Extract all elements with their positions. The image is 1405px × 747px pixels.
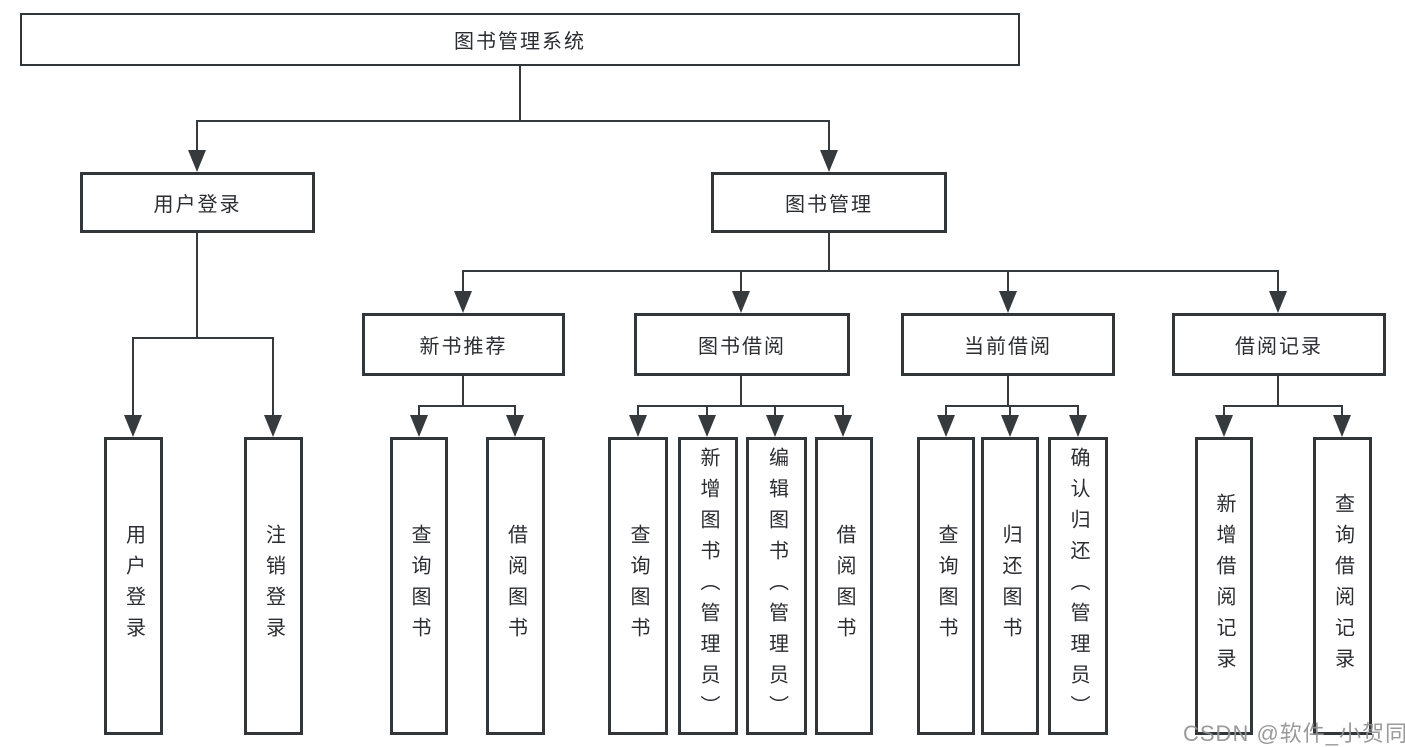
connector-drop (774, 405, 776, 416)
node-borrow-records: 借阅记录 (1172, 313, 1386, 376)
arrow-down-icon (1269, 291, 1287, 313)
arrow-down-icon (820, 150, 838, 172)
watermark: CSDN @软件_小贺同学 (1183, 721, 1405, 746)
connector-rail (1223, 405, 1343, 407)
connector-drop (842, 405, 844, 416)
connector-drop (706, 405, 708, 416)
leaf-borrow-books-borrow: 借阅图书 (815, 437, 873, 735)
connector-drop (828, 120, 830, 152)
leaf-label: 查询图书 (408, 524, 430, 648)
leaf-query-books-borrow: 查询图书 (608, 437, 668, 735)
leaf-label: 借阅图书 (504, 524, 527, 648)
connector-rail (418, 405, 516, 407)
connector-drop (1341, 405, 1343, 416)
connector-drop (1009, 405, 1011, 416)
leaf-query-books-current: 查询图书 (917, 437, 975, 735)
leaf-label: 编辑图书（管理员） (765, 446, 788, 726)
connector-drop (462, 270, 464, 292)
node-book-borrow: 图书借阅 (634, 313, 850, 376)
connector-drop (1223, 405, 1225, 416)
arrow-down-icon (188, 150, 206, 172)
connector-drop (1007, 270, 1009, 292)
leaf-borrow-books-recommend: 借阅图书 (486, 437, 545, 735)
leaf-label: 查询借阅记录 (1331, 493, 1354, 679)
arrow-down-icon (999, 291, 1017, 313)
arrow-down-icon (732, 291, 750, 313)
arrow-down-icon (264, 415, 282, 437)
leaf-label: 借阅图书 (833, 524, 855, 648)
arrow-down-icon (410, 415, 428, 437)
connector-rail (637, 405, 843, 407)
leaf-edit-book-admin: 编辑图书（管理员） (746, 437, 807, 735)
leaf-label: 查询图书 (935, 524, 957, 648)
node-user-login: 用户登录 (80, 172, 315, 233)
connector-stem (1277, 376, 1279, 405)
connector-rail (462, 270, 1279, 272)
node-label: 借阅记录 (1235, 336, 1323, 358)
leaf-label: 确认归还（管理员） (1067, 446, 1089, 726)
leaf-label: 注销登录 (262, 524, 285, 648)
connector-drop (132, 337, 134, 416)
node-current-borrow: 当前借阅 (901, 313, 1115, 376)
connector-drop (272, 337, 274, 416)
leaf-label: 新增图书（管理员） (697, 446, 719, 726)
connector-stem (462, 376, 464, 405)
node-label: 新书推荐 (419, 336, 508, 358)
connector-drop (637, 405, 639, 416)
connector-rail (132, 337, 274, 339)
connector-stem (1007, 376, 1009, 405)
leaf-user-login: 用户登录 (104, 437, 163, 735)
leaf-confirm-return-admin: 确认归还（管理员） (1048, 437, 1108, 735)
node-label: 用户登录 (153, 194, 242, 216)
arrow-down-icon (698, 415, 716, 437)
node-label: 当前借阅 (964, 336, 1052, 358)
arrow-down-icon (1001, 415, 1019, 437)
connector-stem (828, 231, 830, 270)
node-book-management: 图书管理 (711, 172, 947, 233)
node-library-management-system: 图书管理系统 (20, 13, 1020, 66)
node-label: 图书管理 (785, 194, 873, 216)
connector-stem (519, 66, 521, 120)
connector-stem (740, 376, 742, 405)
arrow-down-icon (766, 415, 784, 437)
node-new-book-recommend: 新书推荐 (362, 313, 565, 376)
leaf-add-borrow-record: 新增借阅记录 (1195, 437, 1253, 735)
node-label: 图书管理系统 (454, 31, 586, 53)
leaf-label: 归还图书 (999, 524, 1021, 648)
connector-drop (945, 405, 947, 416)
node-label: 图书借阅 (698, 336, 786, 358)
leaf-logout-login: 注销登录 (244, 437, 303, 735)
connector-rail (945, 405, 1079, 407)
leaf-query-books-recommend: 查询图书 (390, 437, 448, 735)
connector-drop (514, 405, 516, 416)
leaf-add-book-admin: 新增图书（管理员） (678, 437, 738, 735)
leaf-label: 查询图书 (627, 524, 649, 648)
connector-drop (740, 270, 742, 292)
arrow-down-icon (506, 415, 524, 437)
arrow-down-icon (937, 415, 955, 437)
arrow-down-icon (629, 415, 647, 437)
connector-drop (1277, 270, 1279, 292)
leaf-label: 用户登录 (122, 524, 145, 648)
leaf-query-borrow-record: 查询借阅记录 (1313, 437, 1372, 735)
connector-drop (196, 120, 198, 152)
arrow-down-icon (454, 291, 472, 313)
connector-drop (1077, 405, 1079, 416)
arrow-down-icon (1215, 415, 1233, 437)
arrow-down-icon (1333, 415, 1351, 437)
arrow-down-icon (834, 415, 852, 437)
arrow-down-icon (124, 415, 142, 437)
connector-drop (418, 405, 420, 416)
leaf-label: 新增借阅记录 (1213, 493, 1235, 679)
leaf-return-books: 归还图书 (981, 437, 1039, 735)
arrow-down-icon (1069, 415, 1087, 437)
connector-rail (196, 120, 830, 122)
connector-stem (196, 233, 198, 337)
